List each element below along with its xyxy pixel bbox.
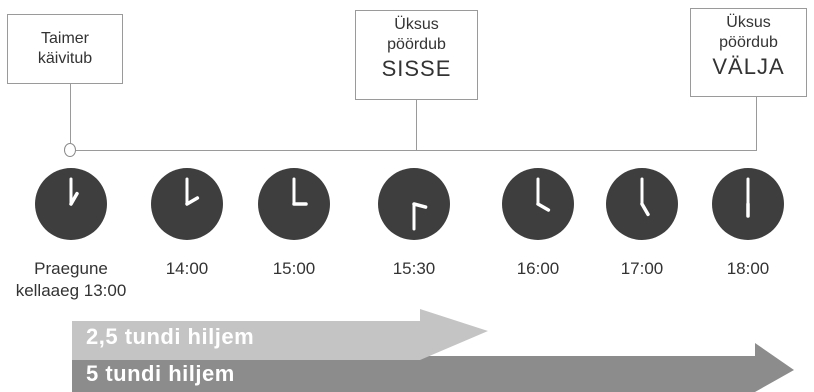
timeline-line [76, 150, 757, 151]
time-label-line: 17:00 [620, 259, 664, 278]
time-label-line: 15:00 [272, 259, 316, 278]
clock-icon [35, 168, 107, 240]
clock-icon [712, 168, 784, 240]
connector-in [416, 100, 417, 150]
clock-hands [292, 177, 308, 206]
callout-timer-starts: Taimer käivitub [7, 14, 123, 84]
arrow-short-label: 2,5 tundi hiljem [86, 324, 255, 349]
hour-hand [412, 202, 428, 209]
clock-hands [536, 177, 551, 212]
time-label-line: 18:00 [726, 259, 770, 278]
time-label: 15:00 [234, 258, 354, 280]
clock-icon [502, 168, 574, 240]
time-label: 18:00 [688, 258, 808, 280]
clock-hands [412, 202, 428, 231]
callout-unit-turns-out: Üksus pöördub VÄLJA [690, 8, 807, 97]
time-label-line: Praegune [34, 259, 108, 278]
hour-hand [69, 191, 79, 206]
time-label: 16:00 [478, 258, 598, 280]
time-label-line: kellaaeg 13:00 [15, 281, 127, 300]
hour-hand [185, 196, 200, 206]
callout-text: pöördub [719, 34, 778, 51]
callout-action: VÄLJA [712, 54, 785, 79]
connector-out [756, 97, 757, 150]
callout-text: Taimer [40, 30, 89, 47]
hour-hand [640, 202, 650, 217]
arrow-long [72, 343, 794, 392]
arrow-short [72, 309, 488, 360]
time-label-current: Praegune kellaaeg 13:00 [11, 258, 131, 302]
time-label: 15:30 [354, 258, 474, 280]
time-label: 14:00 [127, 258, 247, 280]
time-label-line: 15:30 [392, 259, 436, 278]
callout-text: käivitub [37, 50, 93, 67]
timer-start-marker [64, 143, 76, 157]
time-label: 17:00 [582, 258, 702, 280]
clock-hands [185, 177, 200, 206]
clock-icon [378, 168, 450, 240]
callout-action: SISSE [381, 56, 452, 81]
callout-unit-turns-in: Üksus pöördub SISSE [355, 10, 478, 100]
arrow-long-label: 5 tundi hiljem [86, 361, 235, 386]
time-label-line: 14:00 [165, 259, 209, 278]
clock-icon [606, 168, 678, 240]
callout-text: pöördub [387, 36, 446, 53]
clock-icon [258, 168, 330, 240]
clock-icon [151, 168, 223, 240]
hour-hand [536, 202, 551, 212]
clock-hands [69, 177, 79, 206]
clock-hands [640, 177, 650, 217]
time-label-line: 16:00 [516, 259, 560, 278]
callout-text: Üksus [394, 16, 439, 33]
callout-text: Üksus [726, 14, 771, 31]
connector-start [70, 84, 71, 143]
